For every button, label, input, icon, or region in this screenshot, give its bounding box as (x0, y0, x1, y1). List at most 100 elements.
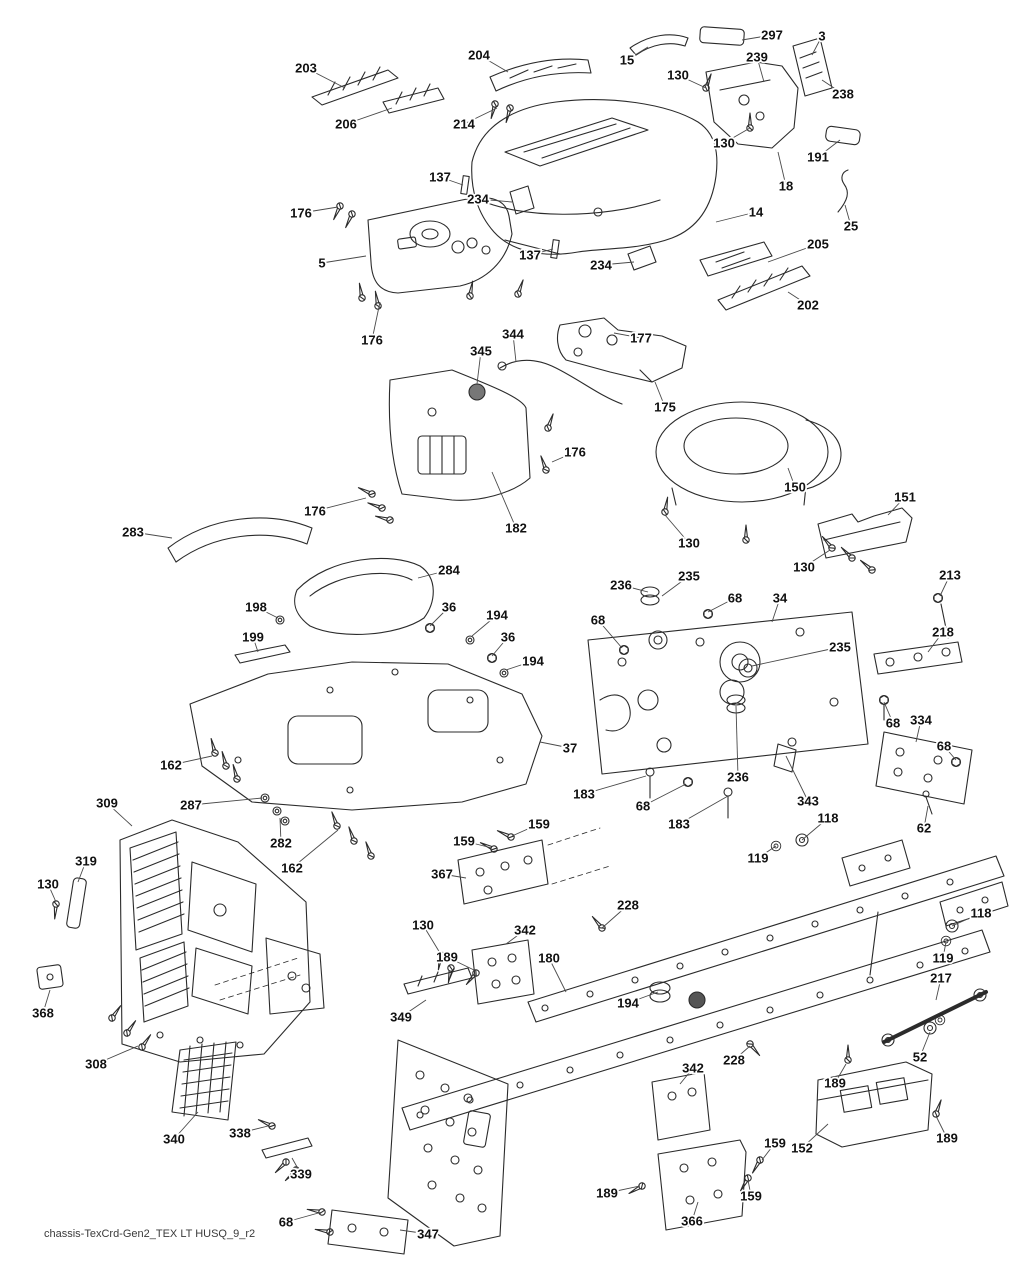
callout-leader (741, 34, 773, 41)
lower-bracket (626, 1071, 765, 1231)
callout-leader (757, 845, 777, 859)
callout-204: 204 (468, 48, 490, 63)
callout-leader (491, 471, 517, 529)
callout-344: 344 (502, 327, 524, 342)
callout-leader (77, 860, 87, 883)
callout-leader (844, 204, 852, 227)
callout-159: 159 (528, 817, 550, 832)
callout-18: 18 (779, 179, 793, 194)
callout-leader (785, 755, 809, 802)
callout-leader (723, 127, 751, 144)
callout-5: 5 (318, 256, 325, 271)
callout-leader (733, 1045, 751, 1061)
callout-130: 130 (412, 918, 434, 933)
callout-182: 182 (505, 521, 527, 536)
callout-leader (529, 248, 554, 256)
callout-leader (255, 606, 279, 619)
callout-leader (305, 67, 346, 89)
callout-leader (512, 333, 517, 363)
callout-36: 36 (501, 630, 515, 645)
callout-339: 339 (290, 1167, 312, 1182)
callout-leader (505, 929, 526, 945)
callout-159: 159 (740, 1189, 762, 1204)
callout-183: 183 (668, 817, 690, 832)
callout-176: 176 (304, 504, 326, 519)
callout-leader (821, 79, 844, 95)
callout-leader (463, 107, 498, 125)
callout-leader (923, 805, 929, 829)
callout-leader (291, 1157, 302, 1175)
callout-leader (767, 243, 819, 263)
callout-leader (817, 139, 841, 158)
callout-leader (47, 883, 57, 903)
dash-panel (330, 197, 527, 311)
callout-68: 68 (937, 739, 951, 754)
callout-leader (42, 989, 51, 1014)
callout-118: 118 (971, 906, 992, 921)
callout-130: 130 (667, 68, 689, 83)
callout-leader (935, 1115, 948, 1139)
callout-leader (463, 840, 493, 849)
callout-leader (399, 1229, 429, 1235)
callout-52: 52 (913, 1050, 927, 1065)
callout-leader (471, 614, 498, 637)
footrest-plate (171, 1041, 313, 1184)
callout-119: 119 (748, 851, 769, 866)
callout-leader (801, 1123, 829, 1149)
callout-118: 118 (818, 811, 839, 826)
callout-194: 194 (486, 608, 508, 623)
callout-199: 199 (242, 630, 264, 645)
diagram-artwork (36, 26, 1009, 1255)
callout-leader (190, 797, 263, 806)
bottom-plate (306, 1205, 409, 1255)
callout-leader (491, 636, 509, 657)
callout-189: 189 (436, 950, 458, 965)
callout-203: 203 (295, 61, 317, 76)
callout-leader (511, 823, 540, 837)
callout-234: 234 (467, 192, 489, 207)
callout-68: 68 (636, 799, 650, 814)
callout-349: 349 (390, 1010, 412, 1025)
callout-leader (478, 54, 509, 73)
callout-leader (620, 584, 649, 593)
callout-leader (95, 1045, 139, 1065)
callout-leader (761, 1142, 776, 1161)
callout-214: 214 (453, 117, 475, 132)
callout-25: 25 (844, 219, 858, 234)
callout-130: 130 (713, 136, 735, 151)
callout-leader (170, 755, 213, 766)
callout-leader (252, 636, 259, 653)
callout-leader (777, 151, 787, 187)
callout-leader (803, 549, 831, 568)
callout-leader (707, 597, 736, 613)
callout-175: 175 (654, 400, 676, 415)
callout-137: 137 (519, 248, 541, 263)
hood (460, 99, 811, 311)
callout-leader (883, 701, 894, 724)
callout-leader (505, 660, 534, 671)
callout-334: 334 (910, 713, 932, 728)
callout-347: 347 (417, 1227, 439, 1242)
callout-leader (939, 574, 951, 597)
callout-leader (371, 301, 381, 341)
callout-194: 194 (522, 654, 544, 669)
callout-162: 162 (160, 758, 182, 773)
callout-130: 130 (793, 560, 815, 575)
callout-159: 159 (764, 1136, 786, 1151)
callout-342: 342 (514, 923, 536, 938)
callout-leader (173, 1111, 199, 1140)
callout-34: 34 (773, 591, 788, 606)
callout-284: 284 (438, 563, 460, 578)
callout-119: 119 (933, 951, 954, 966)
callout-leader (597, 619, 623, 649)
callout-238: 238 (832, 87, 854, 102)
callout-leader (600, 261, 635, 266)
hood-insert (487, 58, 592, 124)
drawing-id: chassis-TexCrd-Gen2_TEX LT HUSQ_9_r2 (44, 1228, 256, 1240)
callout-leader (539, 741, 571, 749)
callout-309: 309 (96, 796, 118, 811)
callout-191: 191 (807, 150, 829, 165)
callout-leader (887, 496, 906, 516)
callout-235: 235 (829, 640, 851, 655)
